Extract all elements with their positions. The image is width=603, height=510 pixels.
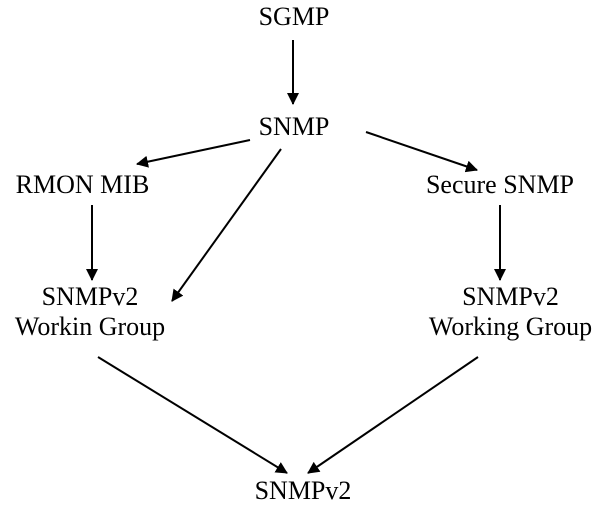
node-snmpv2: SNMPv2 [238,476,368,506]
node-sgmp: SGMP [244,2,344,32]
node-snmpv2-working-group: SNMPv2 Working Group [408,282,603,342]
node-wg-right-line2: Working Group [428,312,593,341]
edge-snmp-to-secure-snmp [365,131,478,173]
node-wg-left-line2: Workin Group [14,312,166,341]
node-snmp: SNMP [244,112,344,142]
edge-snmp-to-rmon-mib [136,139,251,168]
edge-snmp-to-wg-left [171,148,282,302]
node-secure-snmp: Secure SNMP [405,170,595,200]
node-secure-snmp-label: Secure SNMP [425,170,575,199]
node-snmpv2-label: SNMPv2 [254,476,352,505]
node-rmon-mib-label: RMON MIB [15,170,150,199]
node-snmp-label: SNMP [258,112,330,141]
edge-wg-right-to-snmpv2 [307,356,479,474]
node-wg-right-line1: SNMPv2 [462,282,559,311]
node-wg-left-line1: SNMPv2 [41,282,139,311]
node-rmon-mib: RMON MIB [0,170,165,200]
node-snmpv2-workin-group: SNMPv2 Workin Group [0,282,180,342]
node-sgmp-label: SGMP [258,2,330,31]
edge-layer [86,40,506,474]
edge-wg-left-to-snmpv2 [97,356,288,474]
